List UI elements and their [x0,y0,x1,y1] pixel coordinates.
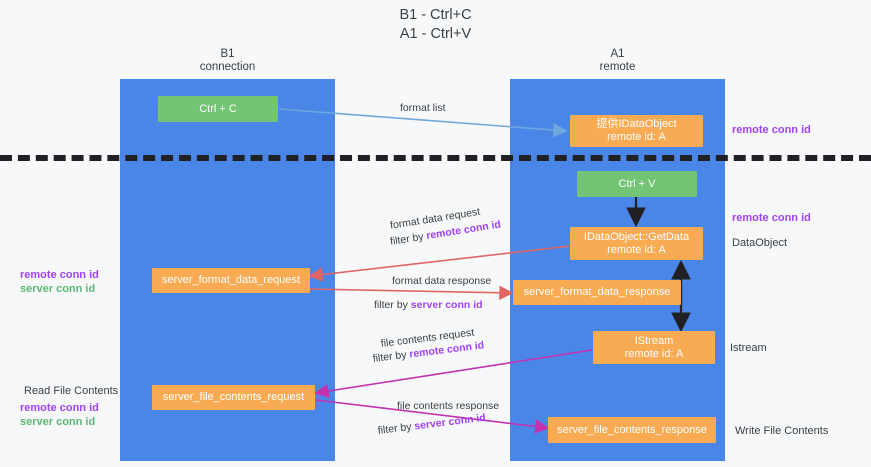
edge-label-format-data-response-filter: filter by server conn id [374,298,483,312]
node-server-file-contents-request[interactable]: server_file_contents_request [152,385,315,410]
left-annotation-remote-conn-id-2: remote conn id [20,402,99,414]
right-annotation-istream: Istream [730,342,767,354]
lane-a1-header: A1 remote [599,48,636,73]
edge-label-format-list: format list [400,102,446,114]
left-annotation-remote-conn-id: remote conn id [20,269,99,281]
right-annotation-write-file-contents: Write File Contents [735,425,829,437]
page-title: B1 - Ctrl+C A1 - Ctrl+V [399,7,472,42]
edge-label-file-contents-response: file contents response [397,400,500,412]
node-server-file-contents-response[interactable]: server_file_contents_response [548,417,716,443]
phase-divider [0,155,871,161]
node-idataobject[interactable]: 提供IDataObject remote id: A [570,115,703,147]
edge-label-format-data-response: format data response [392,275,492,287]
lane-b1-header: B1 connection [199,48,256,73]
right-annotation-dataobject: DataObject [732,237,788,249]
node-ctrl-v[interactable]: Ctrl + V [577,171,697,197]
right-annotation-remote-conn-id-mid: remote conn id [732,212,811,224]
node-ctrl-c[interactable]: Ctrl + C [158,96,278,122]
node-idataobject-getdata[interactable]: IDataObject::GetData remote id: A [570,227,703,260]
filter-prefix: filter by [374,299,411,311]
left-annotation-server-conn-id: server conn id [20,283,96,295]
node-istream[interactable]: IStream remote id: A [593,331,715,364]
right-annotation-remote-conn-id-top: remote conn id [732,124,811,136]
node-server-format-data-response[interactable]: server_format_data_response [513,280,681,305]
filter-key-server-conn-id: server conn id [410,299,483,311]
left-annotation-server-conn-id-2: server conn id [20,416,96,428]
left-annotation-read-file-contents: Read File Contents [24,385,119,397]
node-server-format-data-request[interactable]: server_format_data_request [152,268,310,293]
